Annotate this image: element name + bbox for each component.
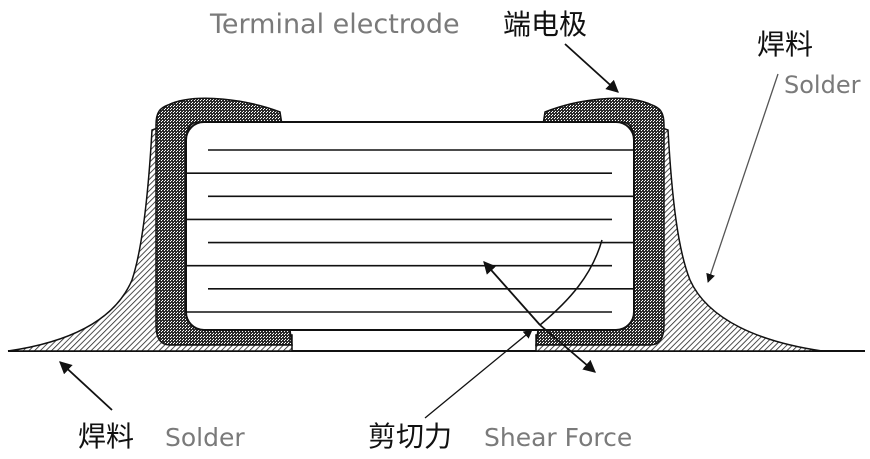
solder-right-label-zh: 焊料 xyxy=(757,28,813,61)
solder-left-label-en: Solder xyxy=(165,423,245,452)
shear-force-label-en: Shear Force xyxy=(484,423,632,452)
solder-fillet-left xyxy=(7,118,293,352)
solder-left-label-zh: 焊料 xyxy=(78,420,134,453)
terminal-electrode-label-zh: 端电极 xyxy=(503,8,587,41)
terminal-electrode-label-en: Terminal electrode xyxy=(209,9,460,40)
internal-electrodes xyxy=(186,149,634,313)
shear-arrow-up-left xyxy=(483,261,541,326)
shear-force-pointer xyxy=(424,329,533,419)
crack-line xyxy=(539,239,603,326)
shear-arrow-down-right xyxy=(539,324,596,373)
solder-left-pointer xyxy=(59,361,113,411)
shear-force-label-zh: 剪切力 xyxy=(368,420,452,453)
terminal-electrode-pointer xyxy=(564,43,619,93)
solder-fillet-right xyxy=(535,118,823,352)
ceramic-body xyxy=(185,121,635,331)
solder-right-label-en: Solder xyxy=(784,71,861,99)
solder-right-pointer xyxy=(706,73,779,283)
